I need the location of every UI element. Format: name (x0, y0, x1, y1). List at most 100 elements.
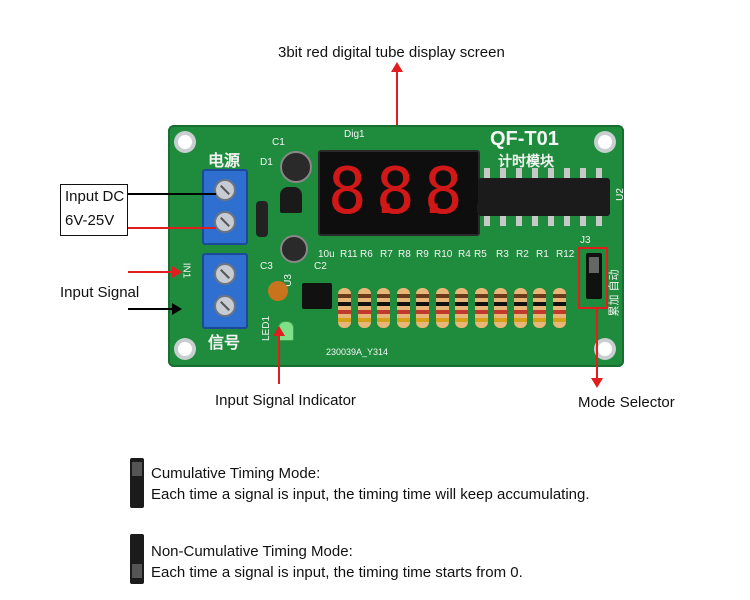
resistor-band (494, 294, 507, 298)
resistor-band (338, 318, 351, 322)
digit-2: 8. (376, 155, 454, 229)
signal-silk-label: 信号 (208, 335, 241, 352)
indicator-arrow (278, 330, 280, 384)
model-label: QF-T01 (490, 128, 559, 150)
screw-icon (214, 179, 236, 201)
j3-label: J3 (580, 235, 591, 246)
input-dc-line-black (128, 193, 216, 195)
c3-label: C3 (260, 261, 273, 272)
dig-label: Dig1 (344, 129, 365, 140)
mount-hole (178, 342, 192, 356)
resistor (357, 288, 371, 328)
chip-pin (500, 168, 506, 178)
u2-label: U2 (614, 188, 626, 201)
screw-icon (214, 263, 236, 285)
resistor-band (416, 310, 429, 314)
mode-selector-label: Mode Selector (578, 394, 675, 411)
resistor-band (435, 302, 449, 306)
chip-pin (548, 168, 554, 178)
resistor-band (377, 294, 390, 298)
resistor-band (435, 318, 449, 322)
resistor (552, 288, 566, 328)
chip-pin (596, 168, 602, 178)
resistor (533, 288, 546, 328)
resistor-band (552, 310, 566, 314)
power-silk-label: 电源 (208, 153, 241, 170)
display-arrow (396, 66, 398, 152)
r3-label: R3 (496, 249, 509, 260)
r6-label: R6 (360, 249, 373, 260)
display-annotation: 3bit red digital tube display screen (278, 44, 505, 61)
resistor-band (513, 302, 527, 306)
chip-pin (532, 216, 538, 226)
signal-terminal (202, 253, 248, 329)
resistor-band (416, 302, 429, 306)
input-dc-line-red (128, 227, 216, 229)
mode-1-description: Each time a signal is input, the timing … (151, 486, 590, 503)
chip-pin (596, 216, 602, 226)
resistor-band (474, 302, 488, 306)
chip-pin (484, 168, 490, 178)
indicator-label: Input Signal Indicator (215, 392, 356, 409)
resistor-band (513, 318, 527, 322)
d1-label: D1 (260, 157, 273, 168)
led1-label: LED1 (261, 315, 273, 342)
cap-value-label: 10u (318, 249, 335, 260)
screw-icon (214, 295, 236, 317)
resistor (474, 288, 488, 328)
resistor-band (416, 294, 429, 298)
resistor-band (416, 318, 429, 322)
resistor-band (396, 318, 410, 322)
signal-arrow-red (128, 271, 174, 273)
input-dc-box: Input DC 6V-25V (60, 184, 128, 236)
arrow-right-icon (172, 266, 182, 278)
resistor-band (474, 310, 488, 314)
r1-label: R1 (536, 249, 549, 260)
resistor-band (357, 302, 371, 306)
resistor (435, 288, 449, 328)
chip-pin (532, 168, 538, 178)
digit-1: 8. (328, 155, 406, 229)
c2-label: C2 (314, 261, 327, 272)
arrow-up-icon (273, 326, 285, 336)
u3-chip (302, 283, 332, 309)
r7-label: R7 (380, 249, 393, 260)
capacitor-c2 (280, 235, 308, 263)
resistor-band (338, 294, 351, 298)
jumper-cap (132, 564, 142, 578)
resistor-band (435, 310, 449, 314)
resistor-band (357, 318, 371, 322)
screw-icon (214, 211, 236, 233)
resistor-band (494, 310, 507, 314)
jumper-cumulative-icon (130, 458, 144, 508)
board-code: 230039A_Y314 (326, 347, 389, 357)
chip-pin (484, 216, 490, 226)
mode-1-title: Cumulative Timing Mode: (151, 465, 321, 482)
resistor-band (552, 294, 566, 298)
power-terminal (202, 169, 248, 245)
resistor-band (455, 318, 468, 322)
resistor (513, 288, 527, 328)
resistor-band (435, 294, 449, 298)
chip-pin (548, 216, 554, 226)
resistor-band (377, 310, 390, 314)
pcb-board: 电源 信号 QF-T01 计时模块 Dig1 U2 J3 IN1 LED1 累加… (168, 125, 626, 367)
resistor-band (338, 302, 351, 306)
resistor-band (396, 294, 410, 298)
resistor-band (494, 302, 507, 306)
mode-arrow (596, 308, 598, 380)
input-dc-label: Input DC (65, 188, 125, 205)
mount-hole (178, 135, 192, 149)
resistor-band (552, 318, 566, 322)
mode-2-description: Each time a signal is input, the timing … (151, 564, 523, 581)
mode-2-title: Non-Cumulative Timing Mode: (151, 543, 353, 560)
chip-pin (580, 216, 586, 226)
resistor-band (513, 310, 527, 314)
r10-label: R10 (434, 249, 453, 260)
resistor (338, 288, 351, 328)
resistor-band (377, 302, 390, 306)
r12-label: R12 (556, 249, 575, 260)
resistor-band (455, 310, 468, 314)
chip-pin (564, 168, 570, 178)
jumper-non-cumulative-icon (130, 534, 144, 584)
